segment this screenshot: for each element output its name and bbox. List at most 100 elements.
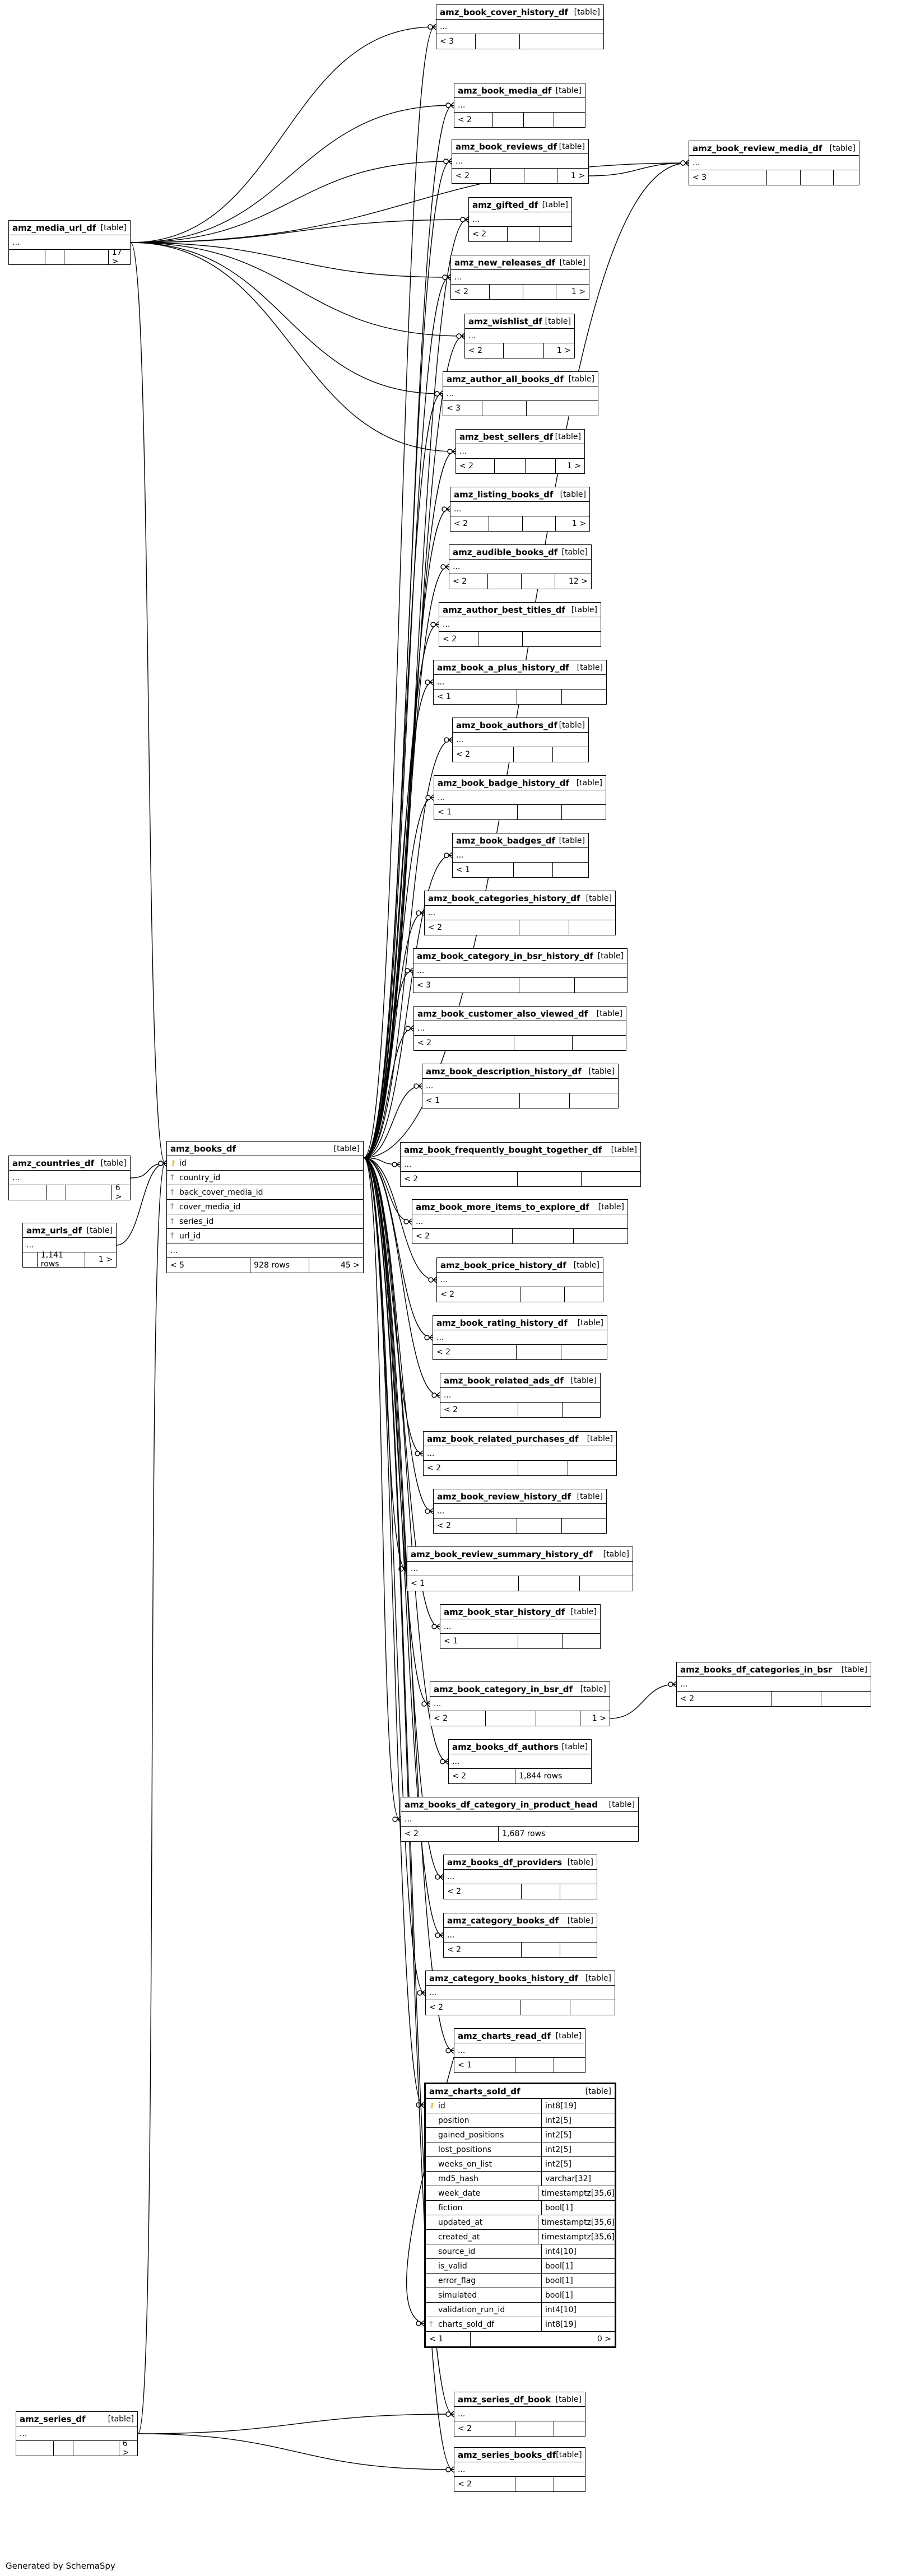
table-cover-history[interactable]: amz_book_cover_history_df[table]...< 3 xyxy=(436,4,604,49)
crows-foot-icon xyxy=(413,1083,422,1089)
table-name[interactable]: amz_book_star_history_df xyxy=(444,1606,565,1617)
table-name[interactable]: amz_book_badges_df xyxy=(456,835,556,846)
table-name[interactable]: amz_best_sellers_df xyxy=(459,431,554,442)
table-a-plus-history[interactable]: amz_book_a_plus_history_df[table]...< 1 xyxy=(433,660,607,705)
footer-cell: 1 > xyxy=(570,171,585,180)
table-description-history[interactable]: amz_book_description_history_df[table]..… xyxy=(422,1064,619,1108)
table-name[interactable]: amz_charts_read_df xyxy=(458,2030,551,2041)
table-name[interactable]: amz_new_releases_df xyxy=(454,257,555,268)
table-name[interactable]: amz_book_description_history_df xyxy=(426,1066,582,1077)
table-name[interactable]: amz_author_all_books_df xyxy=(447,374,564,384)
table-name[interactable]: amz_books_df_category_in_product_head xyxy=(405,1799,598,1810)
ellipsis-row: ... xyxy=(449,1754,591,1769)
table-name[interactable]: amz_book_review_history_df xyxy=(437,1491,571,1502)
table-category-in-bsr[interactable]: amz_book_category_in_bsr_df[table]...< 2… xyxy=(430,1681,610,1726)
table-name[interactable]: amz_book_categories_history_df xyxy=(428,893,580,903)
table-name[interactable]: amz_book_authors_df xyxy=(456,720,557,730)
table-name[interactable]: amz_books_df_categories_in_bsr xyxy=(680,1664,833,1675)
table-star-history[interactable]: amz_book_star_history_df[table]...< 1 xyxy=(440,1604,601,1649)
table-books-providers[interactable]: amz_books_df_providers[table]...< 2 xyxy=(443,1855,597,1899)
table-gifted[interactable]: amz_gifted_df[table]...< 2 xyxy=(468,197,572,242)
table-customer-also-viewed[interactable]: amz_book_customer_also_viewed_df[table].… xyxy=(413,1006,626,1051)
table-name[interactable]: amz_books_df_authors xyxy=(452,1741,559,1752)
table-category-in-product-head[interactable]: amz_books_df_category_in_product_head[ta… xyxy=(401,1797,639,1842)
table-name[interactable]: amz_audible_books_df xyxy=(453,547,558,557)
table-name[interactable]: amz_book_category_in_bsr_history_df xyxy=(417,951,593,961)
footer-cell xyxy=(570,2000,615,2015)
table-name[interactable]: amz_countries_df xyxy=(12,1158,95,1168)
table-name[interactable]: amz_author_best_titles_df xyxy=(443,604,565,615)
table-badge-history[interactable]: amz_book_badge_history_df[table]...< 1 xyxy=(434,775,606,820)
table-name[interactable]: amz_book_frequently_bought_together_df xyxy=(404,1144,602,1155)
table-review-media[interactable]: amz_book_review_media_df[table]...< 3 xyxy=(689,141,859,185)
table-series-books[interactable]: amz_series_books_df[table]...< 2 xyxy=(454,2447,585,2492)
table-frequently-bought[interactable]: amz_book_frequently_bought_together_df[t… xyxy=(400,1142,641,1187)
table-books-categories-in-bsr[interactable]: amz_books_df_categories_in_bsr[table]...… xyxy=(676,1662,871,1707)
table-name[interactable]: amz_book_badge_history_df xyxy=(438,777,569,788)
table-countries[interactable]: amz_countries_df[table]...6 > xyxy=(8,1156,131,1201)
table-related-purchases[interactable]: amz_book_related_purchases_df[table]...<… xyxy=(423,1431,617,1476)
table-series[interactable]: amz_series_df[table]...6 > xyxy=(16,2411,138,2457)
table-name[interactable]: amz_charts_sold_df xyxy=(429,2086,520,2097)
table-category-books[interactable]: amz_category_books_df[table]...< 2 xyxy=(443,1913,597,1958)
table-name[interactable]: amz_book_review_summary_history_df xyxy=(411,1549,593,1559)
column-type: int8[19] xyxy=(541,2317,615,2331)
table-name[interactable]: amz_category_books_df xyxy=(447,1915,559,1926)
table-categories-history[interactable]: amz_book_categories_history_df[table]...… xyxy=(424,891,616,935)
table-category-in-bsr-history[interactable]: amz_book_category_in_bsr_history_df[tabl… xyxy=(413,948,628,993)
table-name[interactable]: amz_gifted_df xyxy=(472,199,538,210)
table-name[interactable]: amz_book_rating_history_df xyxy=(436,1317,568,1328)
table-name[interactable]: amz_book_customer_also_viewed_df xyxy=(417,1008,588,1019)
table-name[interactable]: amz_book_related_purchases_df xyxy=(427,1433,579,1444)
table-price-history[interactable]: amz_book_price_history_df[table]...< 2 xyxy=(436,1257,603,1302)
table-name[interactable]: amz_book_category_in_bsr_df xyxy=(434,1684,573,1694)
table-name[interactable]: amz_book_media_df xyxy=(458,85,552,96)
table-name[interactable]: amz_series_books_df xyxy=(458,2449,556,2460)
table-books[interactable]: amz_books_df[table]⚷id†country_id†back_c… xyxy=(166,1141,364,1273)
table-author-all-books[interactable]: amz_author_all_books_df[table]...< 3 xyxy=(443,371,598,416)
table-name[interactable]: amz_wishlist_df xyxy=(468,316,542,327)
table-name[interactable]: amz_book_a_plus_history_df xyxy=(437,662,569,673)
table-name[interactable]: amz_listing_books_df xyxy=(454,489,554,500)
table-name[interactable]: amz_book_reviews_df xyxy=(456,141,557,152)
table-series-book[interactable]: amz_series_df_book[table]...< 2 xyxy=(454,2392,585,2437)
table-book-badges[interactable]: amz_book_badges_df[table]...< 1 xyxy=(452,833,589,878)
table-name[interactable]: amz_series_df_book xyxy=(458,2394,551,2405)
table-author-best-titles[interactable]: amz_author_best_titles_df[table]...< 2 xyxy=(439,602,601,647)
table-kind-label: [table] xyxy=(100,1158,127,1168)
edge-books-charts-sold xyxy=(363,1157,424,2105)
table-review-summary-history[interactable]: amz_book_review_summary_history_df[table… xyxy=(407,1546,633,1591)
table-related-ads[interactable]: amz_book_related_ads_df[table]...< 2 xyxy=(440,1373,601,1418)
table-name[interactable]: amz_books_df_providers xyxy=(447,1857,563,1867)
table-rating-history[interactable]: amz_book_rating_history_df[table]...< 2 xyxy=(433,1315,607,1360)
table-name[interactable]: amz_media_url_df xyxy=(12,222,96,233)
crows-foot-icon xyxy=(416,2102,425,2108)
table-media-url[interactable]: amz_media_url_df[table]...17 > xyxy=(8,220,131,266)
table-name[interactable]: amz_book_related_ads_df xyxy=(444,1375,564,1386)
table-name[interactable]: amz_book_price_history_df xyxy=(440,1260,566,1270)
table-name[interactable]: amz_series_df xyxy=(20,2414,86,2424)
table-name[interactable]: amz_category_books_history_df xyxy=(429,1973,578,1983)
table-book-media[interactable]: amz_book_media_df[table]...< 2 xyxy=(454,83,585,128)
table-more-items[interactable]: amz_book_more_items_to_explore_df[table]… xyxy=(412,1199,628,1244)
table-name[interactable]: amz_book_review_media_df xyxy=(692,143,822,153)
table-name[interactable]: amz_urls_df xyxy=(26,1225,82,1236)
table-name[interactable]: amz_book_more_items_to_explore_df xyxy=(416,1201,589,1212)
table-charts-read[interactable]: amz_charts_read_df[table]...< 1 xyxy=(454,2028,585,2073)
footer-cell xyxy=(66,1185,112,1200)
table-name[interactable]: amz_book_cover_history_df xyxy=(440,7,569,17)
table-category-books-history[interactable]: amz_category_books_history_df[table]...<… xyxy=(425,1971,615,2015)
footer-cell xyxy=(821,1692,871,1706)
table-review-history[interactable]: amz_book_review_history_df[table]...< 2 xyxy=(433,1489,607,1534)
table-book-authors[interactable]: amz_book_authors_df[table]...< 2 xyxy=(452,718,589,762)
table-name[interactable]: amz_books_df xyxy=(170,1143,236,1154)
